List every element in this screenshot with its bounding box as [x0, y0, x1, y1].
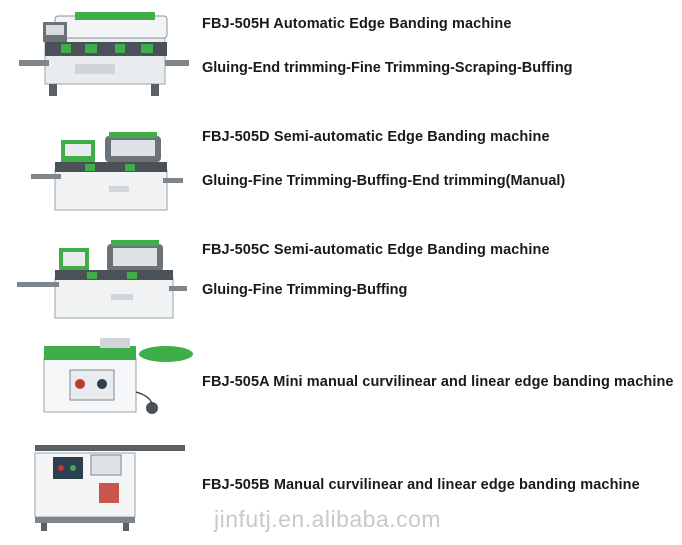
product-title: FBJ-505C Semi-automatic Edge Banding mac…: [202, 242, 550, 258]
product-process: Gluing-Fine Trimming-Buffing-End trimmin…: [202, 173, 566, 189]
manual-edge-bander-icon: [34, 445, 185, 531]
product-title: FBJ-505B Manual curvilinear and linear e…: [202, 477, 640, 493]
mini-manual-edge-bander-icon: [43, 338, 193, 414]
semi-auto-edge-bander-icon: [17, 240, 187, 319]
semi-auto-edge-bander-icon: [31, 132, 183, 211]
product-process: Gluing-End trimming-Fine Trimming-Scrapi…: [202, 60, 573, 76]
automatic-edge-bander-icon: [19, 12, 189, 96]
product-process: Gluing-Fine Trimming-Buffing: [202, 282, 408, 298]
product-title: FBJ-505D Semi-automatic Edge Banding mac…: [202, 129, 550, 145]
product-title: FBJ-505H Automatic Edge Banding machine: [202, 16, 512, 32]
watermark-text: jinfutj.en.alibaba.com: [214, 506, 442, 532]
product-title: FBJ-505A Mini manual curvilinear and lin…: [202, 374, 674, 390]
